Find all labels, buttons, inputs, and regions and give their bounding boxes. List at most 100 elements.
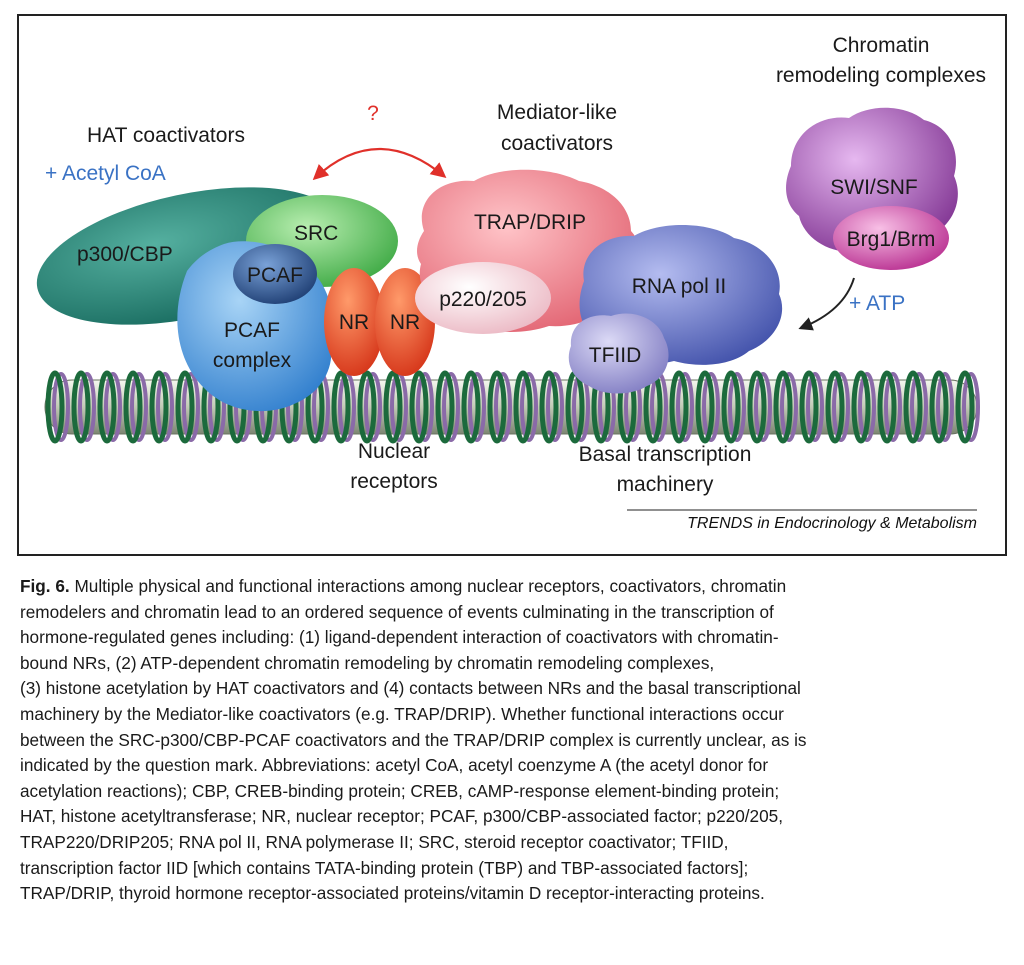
atp-label: + ATP [849, 292, 905, 315]
dna-coil-back [546, 372, 564, 442]
dna-coil [825, 370, 845, 444]
dna-coil-back [936, 372, 954, 442]
figure-caption: Fig. 6. Multiple physical and functional… [20, 574, 1010, 907]
dna-coil-back [754, 372, 772, 442]
dna-coil-back [78, 372, 96, 442]
basal-label-1: Basal transcription [579, 443, 752, 466]
mediator-label-2: coactivators [501, 132, 613, 155]
nr-protein-1 [324, 268, 384, 376]
basal-label-2: machinery [617, 473, 714, 496]
caption-line: Fig. 6. Multiple physical and functional… [20, 574, 1010, 600]
dna-coil-back [442, 372, 460, 442]
dna-coil [357, 370, 377, 444]
dna-coil [851, 370, 871, 444]
caption-line: TRAP220/DRIP205; RNA pol II, RNA polymer… [20, 831, 729, 852]
dna-coil [747, 370, 767, 444]
basal-machinery [568, 224, 783, 394]
pcaf-label: PCAF [247, 264, 303, 287]
dna-coil [929, 370, 949, 444]
dna-coil-back [728, 372, 746, 442]
dna-coil-back [884, 372, 902, 442]
dna-coil-back [416, 372, 434, 442]
brg1-brm-label: Brg1/Brm [847, 228, 936, 251]
journal-credit: TRENDS in Endocrinology & Metabolism [687, 515, 977, 532]
pcaf-protein [233, 244, 317, 304]
dna-coil-back [962, 372, 980, 442]
figure-frame: p300/CBP SRC PCAF PCAF complex NR NR TRA… [17, 14, 1007, 556]
rna-pol-ii-label: RNA pol II [632, 275, 727, 298]
caption-line: remodelers and chromatin lead to an orde… [20, 601, 774, 622]
src-label: SRC [294, 222, 338, 245]
swi-snf-label: SWI/SNF [830, 176, 918, 199]
dna-coil-back [104, 372, 122, 442]
hat-complex [36, 187, 398, 412]
pcaf-complex-label-2: complex [213, 349, 292, 372]
caption-line: transcription factor IID [which contains… [20, 857, 749, 878]
caption-line: indicated by the question mark. Abbrevia… [20, 755, 769, 776]
chromatin-label-2: remodeling complexes [776, 64, 986, 87]
dna-coil [487, 370, 507, 444]
dna-coil-back [702, 372, 720, 442]
question-mark: ? [367, 102, 379, 125]
brg1-brm-protein [833, 206, 949, 270]
dna-coil-back [520, 372, 538, 442]
caption-line: machinery by the Mediator-like coactivat… [20, 703, 784, 724]
p300-cbp-label: p300/CBP [77, 243, 173, 266]
dna-coil-back [364, 372, 382, 442]
dna-coil [383, 370, 403, 444]
chromatin-label-1: Chromatin [833, 34, 930, 57]
diagram-canvas: p300/CBP SRC PCAF PCAF complex NR NR TRA… [36, 34, 986, 532]
dna-coil-back [494, 372, 512, 442]
nuclear-label-1: Nuclear [358, 440, 430, 463]
dna-coil-back [858, 372, 876, 442]
dna-coil [539, 370, 559, 444]
dna-coil-back [156, 372, 174, 442]
dna-coil [175, 370, 195, 444]
nr-label-2: NR [390, 311, 420, 334]
question-arrow [312, 147, 447, 181]
caption-text: Multiple physical and functional interac… [69, 576, 787, 596]
dna-coil [123, 370, 143, 444]
dna-coil [669, 370, 689, 444]
acetyl-coa-label: + Acetyl CoA [45, 162, 166, 185]
dna-coil [45, 370, 65, 444]
hat-coactivators-label: HAT coactivators [87, 124, 245, 147]
p220-205-label: p220/205 [439, 288, 527, 311]
caption-line: between the SRC-p300/CBP-PCAF coactivato… [20, 729, 807, 750]
dna-coil [877, 370, 897, 444]
dna-coil-back [52, 372, 70, 442]
caption-line: bound NRs, (2) ATP-dependent chromatin r… [20, 652, 715, 673]
dna-coil [461, 370, 481, 444]
dna-coil-back [130, 372, 148, 442]
dna-coil [799, 370, 819, 444]
caption-line: HAT, histone acetyltransferase; NR, nucl… [20, 806, 783, 827]
dna-coil [513, 370, 533, 444]
figure-number: Fig. 6. [20, 576, 70, 596]
chromatin-fiber [44, 370, 980, 444]
caption-line: TRAP/DRIP, thyroid hormone receptor-asso… [20, 883, 765, 904]
tfiid-label: TFIID [589, 344, 642, 367]
dna-coil [97, 370, 117, 444]
dna-coil [903, 370, 923, 444]
nuclear-label-2: receptors [350, 470, 438, 493]
dna-coil [71, 370, 91, 444]
dna-coil-back [832, 372, 850, 442]
caption-line: hormone-regulated genes including: (1) l… [20, 627, 779, 648]
dna-coil-back [910, 372, 928, 442]
dna-coil [435, 370, 455, 444]
dna-coil [773, 370, 793, 444]
atp-arrow [798, 277, 855, 331]
p220-205-protein [415, 262, 551, 334]
nr-label-1: NR [339, 311, 369, 334]
dna-coils [45, 370, 980, 444]
caption-line: (3) histone acetylation by HAT coactivat… [20, 678, 801, 699]
dna-coil-back [468, 372, 486, 442]
caption-line: acetylation reactions); CBP, CREB-bindin… [20, 780, 780, 801]
dna-coil [695, 370, 715, 444]
pcaf-complex-label-1: PCAF [224, 319, 280, 342]
dna-coil [331, 370, 351, 444]
dna-coil-back [780, 372, 798, 442]
tfiid-protein [568, 313, 669, 394]
dna-coil [721, 370, 741, 444]
dna-coil-back [676, 372, 694, 442]
